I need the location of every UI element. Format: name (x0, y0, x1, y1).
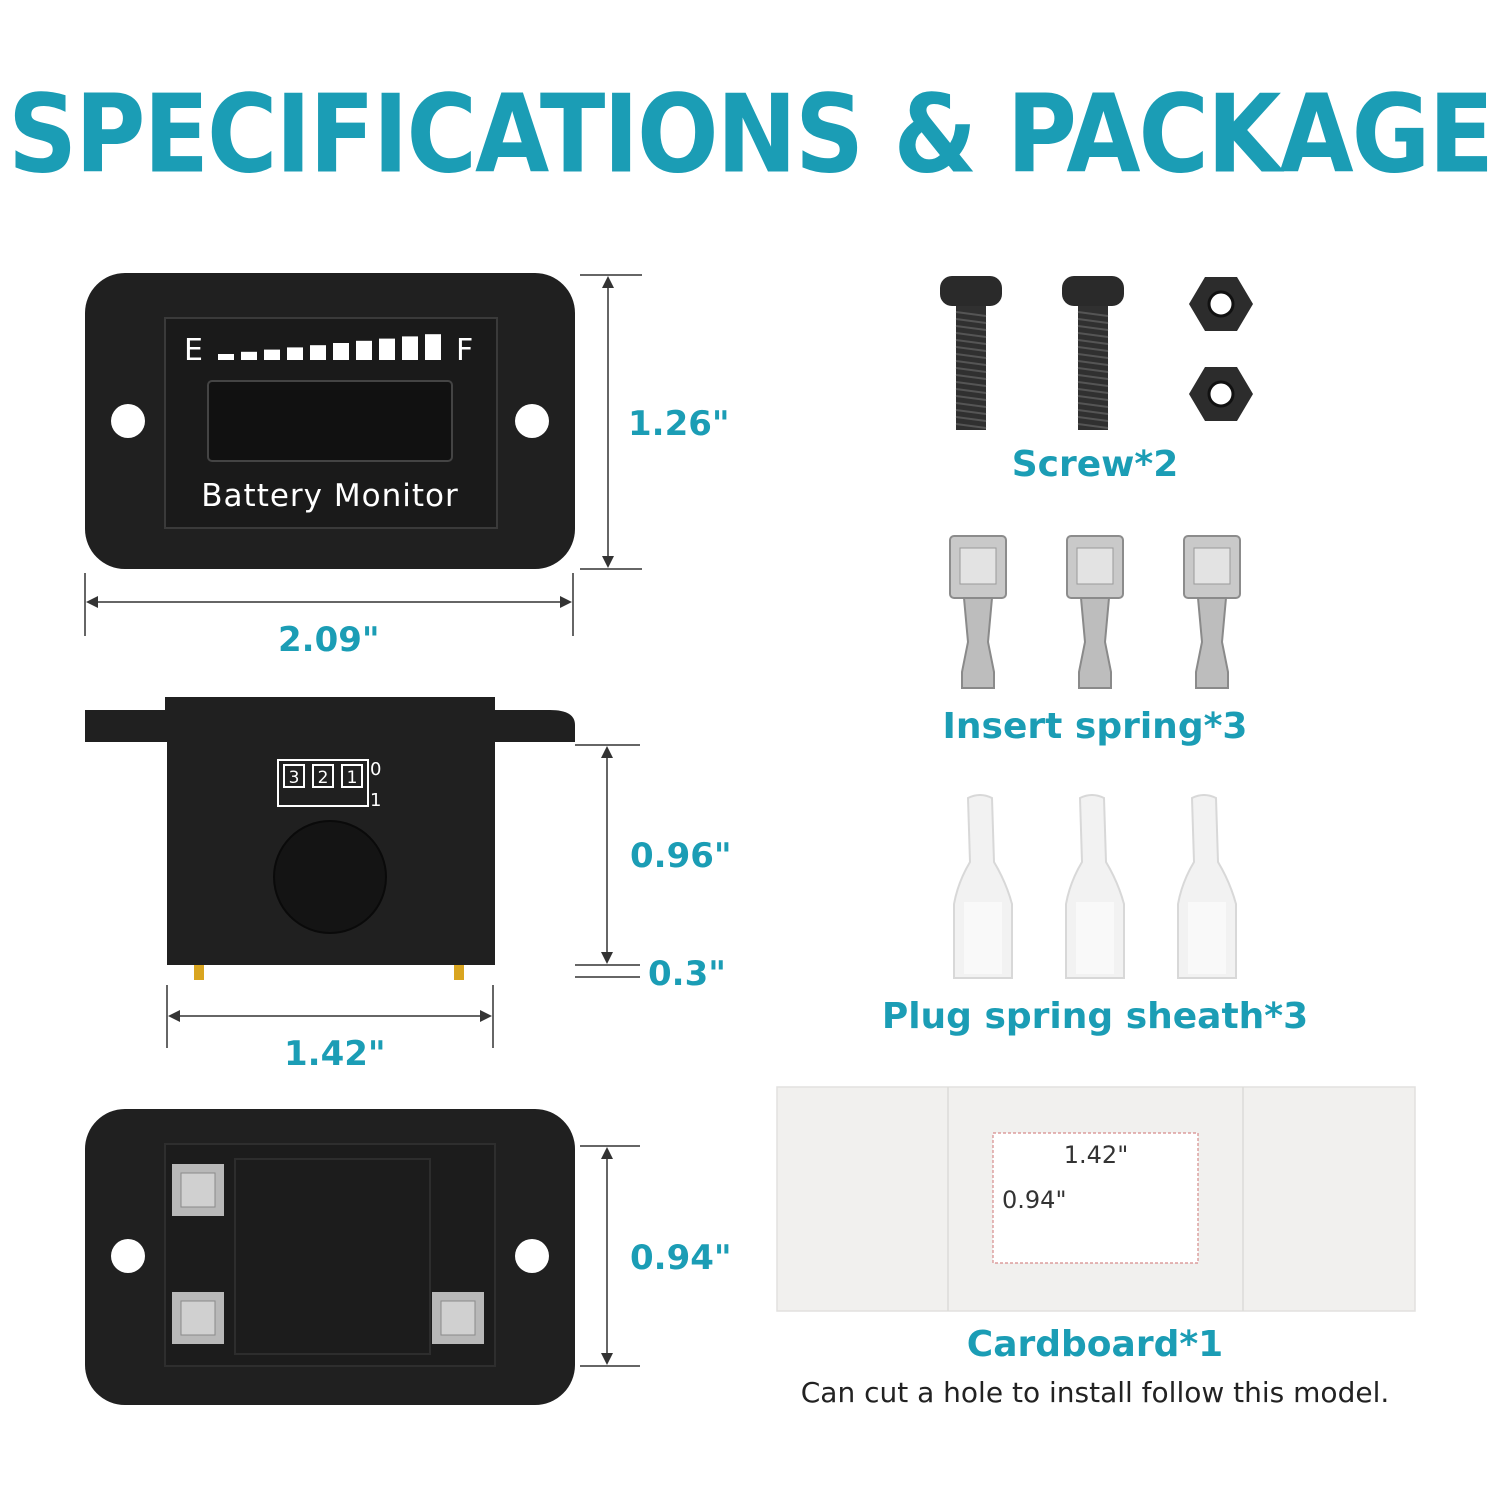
gauge-f-label: F (456, 333, 473, 368)
sheath-icon (1177, 794, 1237, 979)
switch-label-1: 1 (347, 768, 358, 788)
insert-spring-icons (949, 535, 1241, 689)
screw-label: Screw*2 (1011, 444, 1179, 485)
screw-icon (940, 276, 1002, 430)
back-mount-hole-left (111, 1239, 145, 1273)
cutout-height: 0.94" (1002, 1186, 1066, 1214)
page-title: SPECIFICATIONS & PACKAGE (7, 72, 1494, 198)
side-pin-height-value: 0.3" (648, 954, 726, 994)
cardboard-sheet (776, 1086, 1416, 1312)
switch-label-2: 2 (318, 768, 329, 788)
gauge-bar (379, 338, 395, 360)
gauge-bar (287, 347, 303, 360)
nut-icon (1189, 277, 1253, 331)
side-body-height-value: 0.96" (630, 836, 732, 876)
front-height-value: 1.26" (628, 404, 730, 444)
cutout-outline (992, 1132, 1199, 1264)
back-mount-hole-right (515, 1239, 549, 1273)
screws-image (940, 276, 1253, 430)
cardboard-note: Can cut a hole to install follow this mo… (800, 1376, 1390, 1409)
gauge-bars (218, 334, 441, 360)
sheath-icon (953, 794, 1013, 979)
sheath-icon (1065, 794, 1125, 979)
terminal-top-left (172, 1164, 224, 1216)
mount-hole-right (515, 404, 549, 438)
screw-icon (1062, 276, 1124, 430)
gauge-e-label: E (184, 333, 203, 368)
terminal-bottom-left (172, 1292, 224, 1344)
side-knob (273, 820, 387, 934)
insert-spring-label: Insert spring*3 (942, 706, 1248, 747)
gauge-bar (333, 343, 349, 360)
cardboard-template: 1.42" 0.94" (776, 1086, 1416, 1312)
switch-on-label: 0 (370, 759, 381, 780)
insert-spring-icon (1066, 535, 1124, 689)
side-body-width-value: 1.42" (284, 1034, 386, 1074)
nut-icon (1189, 367, 1253, 421)
terminal-bottom-right (432, 1292, 484, 1344)
cutout-width: 1.42" (1064, 1141, 1128, 1169)
insert-springs-image (949, 535, 1241, 689)
insert-spring-icon (949, 535, 1007, 689)
gauge-bar (425, 334, 441, 360)
back-view-diagram (85, 1109, 640, 1405)
gauge-bar (264, 349, 280, 360)
front-view-diagram: E F Battery Monitor (84, 273, 642, 636)
sheaths-image (953, 794, 1237, 979)
gauge-bar (356, 340, 372, 360)
device-name: Battery Monitor (201, 478, 458, 514)
sheath-icons (953, 794, 1237, 979)
back-height-value: 0.94" (630, 1238, 732, 1278)
insert-spring-icon (1183, 535, 1241, 689)
gauge-bar (402, 336, 418, 360)
sheath-label: Plug spring sheath*3 (881, 996, 1309, 1037)
pin-left (194, 965, 204, 980)
pin-right (454, 965, 464, 980)
gauge-bar (310, 345, 326, 360)
led-display (207, 380, 453, 462)
switch-label-3: 3 (289, 768, 300, 788)
cardboard-label: Cardboard*1 (966, 1324, 1224, 1365)
switch-off-label: 1 (370, 790, 381, 811)
side-flange (85, 710, 575, 742)
dip-switch: 3 2 1 0 1 (277, 759, 381, 811)
front-width-value: 2.09" (278, 620, 380, 660)
gauge-bar (241, 351, 257, 360)
mount-hole-left (111, 404, 145, 438)
side-view-diagram: 3 2 1 0 1 (85, 697, 640, 1048)
gauge-bar (218, 354, 234, 360)
